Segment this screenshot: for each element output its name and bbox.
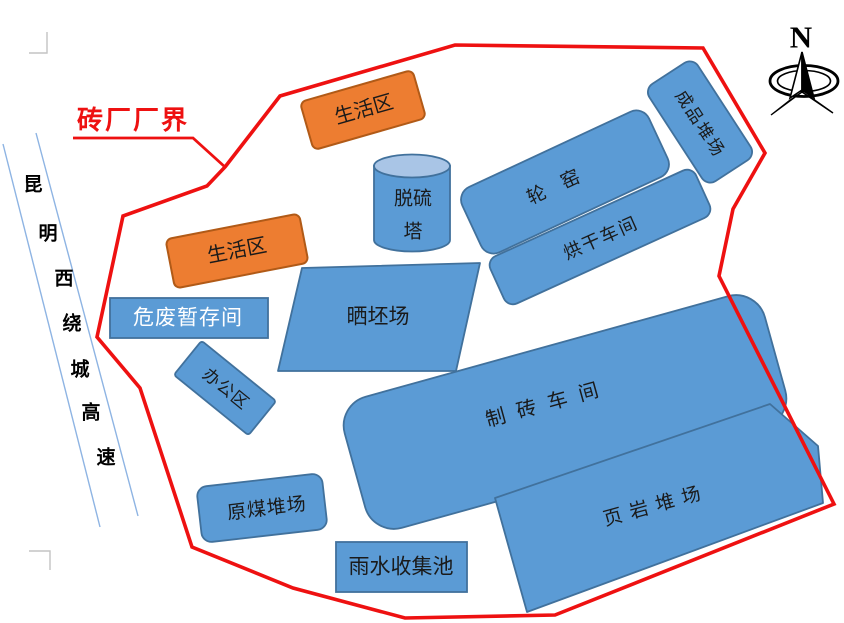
label-brick-airing-yard: 晒坯场	[346, 304, 410, 329]
shape-raw-coal-yard	[196, 473, 328, 543]
compass-southwest-point	[770, 91, 803, 116]
shape-hazardous-waste-room	[109, 297, 269, 339]
highway-name-char-2: 明	[38, 223, 58, 245]
shape-desulfurization-tower-top	[373, 153, 451, 179]
highway-name-char-7: 速	[96, 447, 116, 469]
factory-boundary-label: 砖厂厂界	[76, 105, 190, 135]
compass-north-point-right	[801, 51, 816, 100]
compass-rose	[768, 51, 840, 116]
highway-name-char-3: 西	[54, 268, 74, 290]
factory-boundary-line	[95, 43, 837, 620]
label-desulfurization-tower-line1: 脱硫	[393, 188, 433, 210]
shape-ring-kiln	[460, 109, 670, 255]
page-corner-mark-top-left	[29, 32, 48, 54]
highway-name-char-5: 城	[70, 359, 90, 381]
shape-rainwater-pool	[335, 541, 468, 593]
north-label: N	[789, 19, 813, 55]
shape-desulfurization-tower-body	[373, 165, 451, 253]
label-desulfurization-tower-line2: 塔	[403, 221, 423, 243]
highway-edge-left	[2, 143, 101, 528]
highway-name-char-6: 高	[81, 402, 101, 424]
page-corner-mark-bottom-left	[29, 550, 51, 570]
shape-office-area	[174, 341, 276, 435]
highway-name-char-4: 绕	[62, 313, 82, 335]
label-rainwater-pool: 雨水收集池	[348, 554, 454, 579]
shape-living-area-2	[165, 213, 309, 289]
shape-finished-product-yard	[647, 60, 753, 184]
highway-name-char-1: 昆	[23, 174, 43, 196]
boundary-label-leader-line	[73, 136, 226, 169]
label-hazardous-waste-room: 危废暂存间	[133, 305, 243, 330]
compass-north-point-left	[788, 51, 803, 100]
shape-drying-workshop	[488, 168, 712, 306]
shape-living-area-1	[300, 70, 426, 150]
compass-southeast-point	[801, 91, 834, 114]
highway-edge-right	[35, 132, 139, 517]
